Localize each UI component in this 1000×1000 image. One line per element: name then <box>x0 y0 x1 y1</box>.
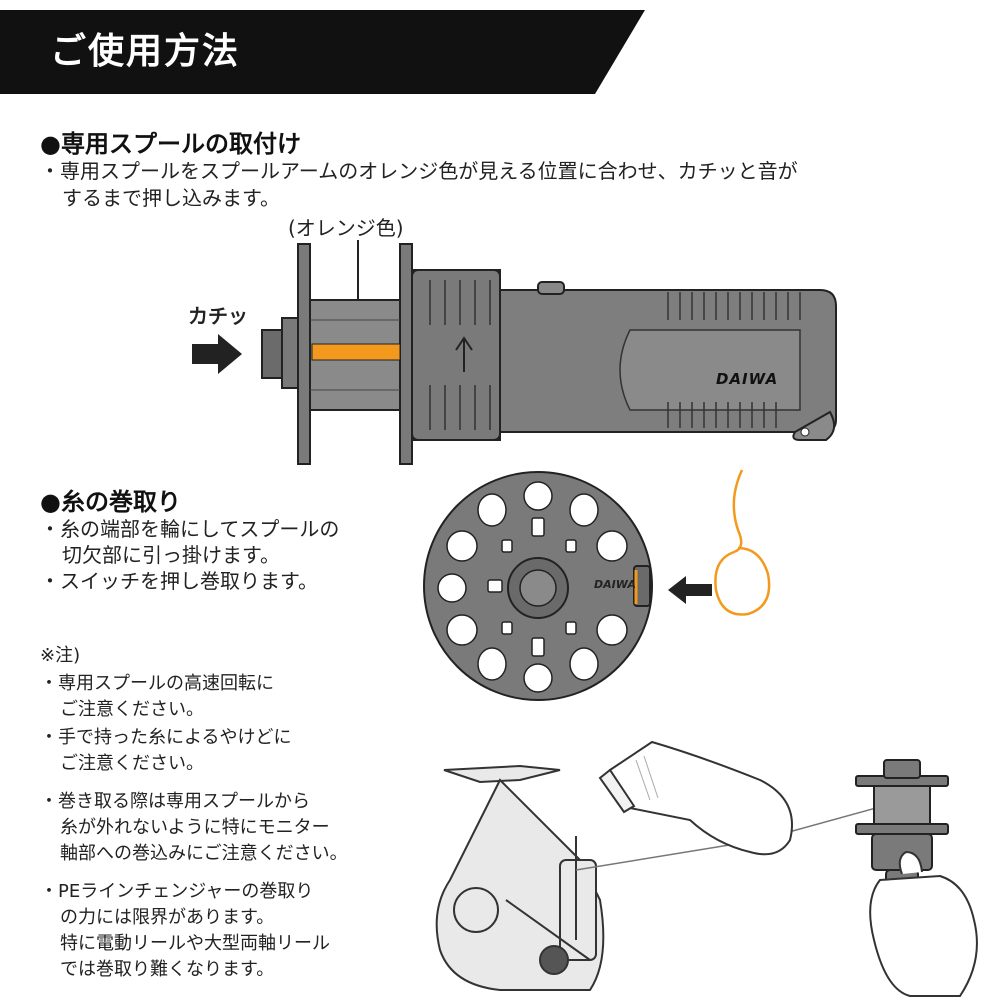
page-title: ご使用方法 <box>50 31 241 72</box>
winding-instruction-1-line1: ・糸の端部を輪にしてスプールの <box>40 517 340 541</box>
note-4-line1: ・PEラインチェンジャーの巻取り <box>40 881 314 902</box>
note-1-line1: ・専用スプールの高速回転に <box>40 673 274 694</box>
note-4-line3: 特に電動リールや大型両軸リール <box>60 933 330 954</box>
note-1-line2: ご注意ください。 <box>60 699 204 720</box>
click-sound-label: カチッ <box>188 304 248 328</box>
hand-icon <box>598 740 793 856</box>
reel-icon <box>435 764 605 991</box>
note-3-line1: ・巻き取る際は専用スプールから <box>40 791 310 812</box>
note-2-line1: ・手で持った糸によるやけどに <box>40 727 292 748</box>
section-title-spool-attach: ●専用スプールの取付け <box>40 130 301 158</box>
spool-attach-instruction-line2: するまで押し込みます。 <box>62 186 280 210</box>
winding-instruction-2: ・スイッチを押し巻取ります。 <box>40 569 318 593</box>
line-loop-icon <box>714 469 771 616</box>
note-2-line2: ご注意ください。 <box>60 753 204 774</box>
spool-logo: DAIWA <box>594 578 636 591</box>
section-title-line-winding: ●糸の巻取り <box>40 488 181 516</box>
header-band <box>0 10 645 94</box>
notes-heading: ※注) <box>40 645 81 666</box>
spool-attach-instruction-line1: ・専用スプールをスプールアームのオレンジ色が見える位置に合わせ、カチッと音が <box>40 159 798 183</box>
note-4-line2: の力には限界があります。 <box>60 907 275 928</box>
arrow-right-icon <box>192 334 242 374</box>
note-4-line4: では巻取り難くなります。 <box>60 959 275 980</box>
daiwa-logo: DAIWA <box>716 370 779 388</box>
note-3-line3: 軸部への巻込みにご注意ください。 <box>60 843 348 864</box>
note-3-line2: 糸が外れないように特にモニター <box>60 817 330 838</box>
orange-color-label: (オレンジ色) <box>288 216 404 240</box>
winding-instruction-1-line2: 切欠部に引っ掛けます。 <box>62 543 280 567</box>
